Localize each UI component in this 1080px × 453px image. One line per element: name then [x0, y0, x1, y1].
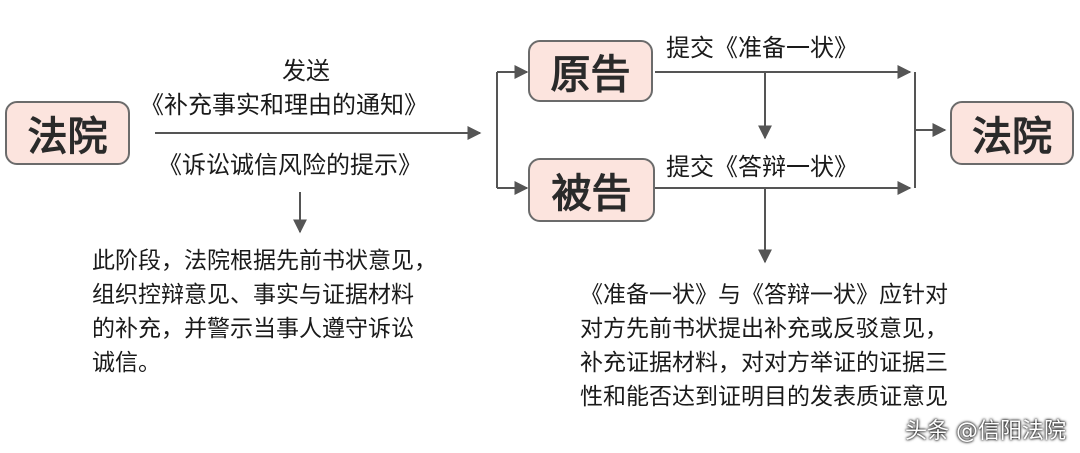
- right-note-line: 对方先前书状提出补充或反驳意见，: [580, 316, 948, 342]
- right-note-line: 《准备一状》与《答辩一状》应针对: [580, 282, 948, 308]
- send-label: 发送: [282, 57, 330, 85]
- left-note-line: 组织控辩意见、事实与证据材料: [92, 282, 414, 308]
- right-note: 《准备一状》与《答辩一状》应针对 对方先前书状提出补充或反驳意见， 补充证据材料…: [580, 278, 948, 414]
- right-note-line: 性和能否达到证明目的发表质证意见: [580, 384, 948, 410]
- watermark: 头条 @信阳法院: [905, 419, 1066, 444]
- defendant-submit-label: 提交《答辩一状》: [666, 153, 858, 181]
- plaintiff-node: 原告: [528, 40, 653, 102]
- defendant-node: 被告: [528, 158, 655, 222]
- court-right-node: 法院: [950, 101, 1074, 165]
- left-note-line: 诚信。: [92, 350, 161, 376]
- notice-risk-label: 《诉讼诚信风险的提示》: [158, 151, 422, 179]
- plaintiff-submit-label: 提交《准备一状》: [666, 34, 858, 62]
- court-left-node: 法院: [5, 101, 130, 165]
- left-note-line: 的补充，并警示当事人遵守诉讼: [92, 316, 414, 342]
- left-note: 此阶段，法院根据先前书状意见， 组织控辩意见、事实与证据材料 的补充，并警示当事…: [92, 244, 437, 380]
- left-note-line: 此阶段，法院根据先前书状意见，: [92, 248, 437, 274]
- notice-supplement-label: 《补充事实和理由的通知》: [140, 91, 428, 119]
- right-note-line: 补充证据材料，对对方举证的证据三: [580, 350, 948, 376]
